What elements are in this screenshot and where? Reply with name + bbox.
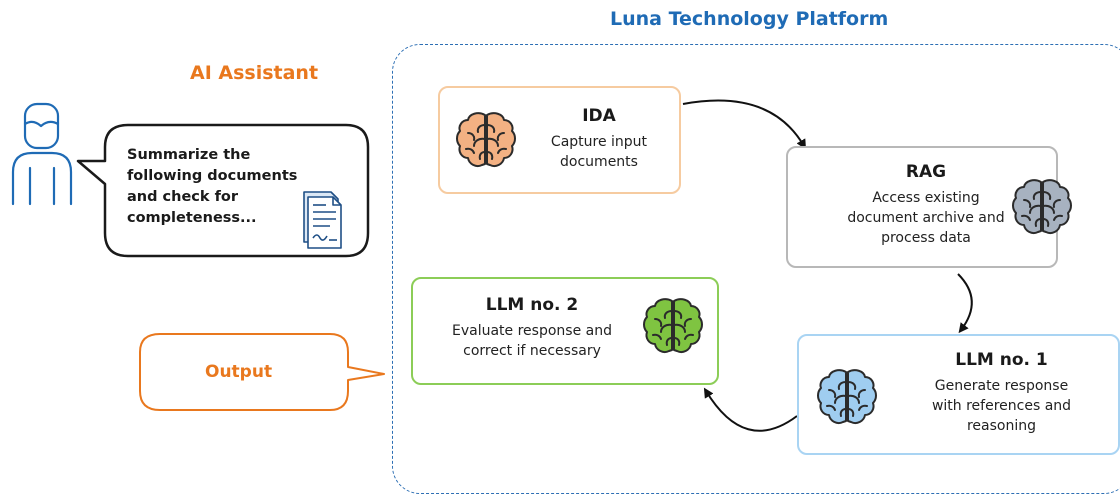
prompt-line: Summarize the [127,147,251,163]
llm1-desc-line: reasoning [966,418,1037,434]
llm1-desc-line: Generate response [934,378,1069,394]
diagram-canvas [11,99,973,432]
output-label: Output [205,362,273,382]
rag-description: Access existing document archive and pro… [826,188,1026,248]
rag-card: RAG Access existing document archive and… [786,146,1072,268]
arrow-rag-to-llm1 [957,273,973,334]
rag-desc-line: document archive and [847,210,1005,226]
llm1-title: LLM no. 1 [955,350,1048,370]
rag-desc-line: process data [881,230,971,246]
rag-desc-line: Access existing [872,190,980,206]
platform-title: Luna Technology Platform [610,8,889,30]
ida-desc-line: Capture input [550,134,648,150]
llm1-text: LLM no. 1 Generate response with referen… [899,350,1104,436]
ida-title: IDA [582,106,616,126]
arrow-llm1-to-llm2 [703,387,798,432]
llm1-desc-line: with references and [931,398,1072,414]
llm1-card: LLM no. 1 Generate response with referen… [797,334,1120,455]
llm2-text: LLM no. 2 Evaluate response and correct … [427,295,637,361]
brain-icon [817,369,877,425]
ida-desc-line: documents [560,154,638,170]
assistant-title: AI Assistant [190,62,319,84]
brain-icon [643,298,703,354]
prompt-line: following documents [127,168,298,184]
user-icon [11,102,73,206]
llm2-card: LLM no. 2 Evaluate response and correct … [411,277,719,385]
llm2-description: Evaluate response and correct if necessa… [427,321,637,361]
llm2-desc-line: correct if necessary [463,343,601,359]
prompt-line: and check for [127,189,238,205]
llm2-title: LLM no. 2 [485,295,579,315]
rag-text: RAG Access existing document archive and… [826,162,1026,248]
rag-title: RAG [905,162,947,182]
output-bubble [139,333,385,411]
prompt-line: completeness... [127,210,257,226]
llm1-description: Generate response with references and re… [899,376,1104,436]
brain-icon [456,112,516,168]
llm2-desc-line: Evaluate response and [452,323,612,339]
arrow-ida-to-rag [682,99,807,150]
speech-bubble [76,123,370,258]
document-icon [303,191,342,249]
ida-card: IDA Capture input documents [438,86,681,194]
ida-description: Capture input documents [530,132,668,172]
prompt-text: Summarize the following documents and ch… [127,145,297,229]
brain-icon [1012,179,1072,235]
ida-text: IDA Capture input documents [530,106,668,172]
